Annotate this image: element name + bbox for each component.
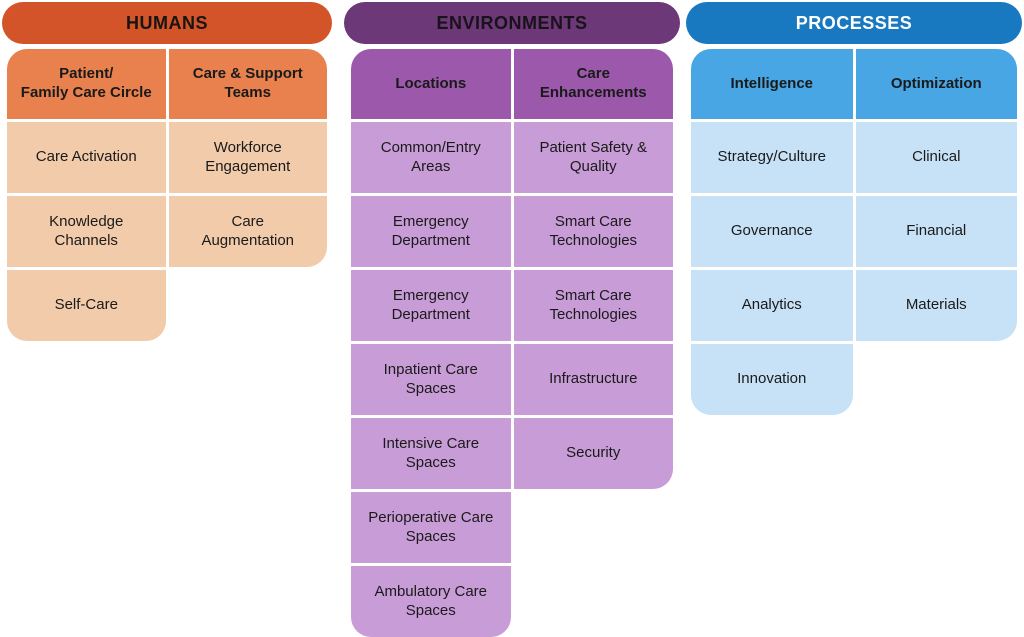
- table-cell: Inpatient Care Spaces: [351, 344, 511, 415]
- table-cell: Care Activation: [7, 122, 166, 193]
- processes-subcolumn-optimization: Optimization Clinical Financial Material…: [855, 49, 1017, 415]
- table-cell: Infrastructure: [513, 344, 673, 415]
- subcolumn-header: Patient/ Family Care Circle: [7, 49, 166, 119]
- table-cell: Clinical: [855, 122, 1017, 193]
- table-cell: Emergency Department: [351, 270, 511, 341]
- subcolumn-header: Locations: [351, 49, 511, 119]
- column-header-humans: HUMANS: [2, 2, 332, 44]
- table-cell: Materials: [855, 270, 1017, 341]
- processes-table: Intelligence Strategy/Culture Governance…: [691, 49, 1017, 415]
- table-cell: Knowledge Channels: [7, 196, 166, 267]
- humans-subcolumn-care-support: Care & Support Teams Workforce Engagemen…: [168, 49, 327, 341]
- subcolumn-header: Optimization: [855, 49, 1017, 119]
- humans-table: Patient/ Family Care Circle Care Activat…: [7, 49, 327, 341]
- processes-subcolumn-intelligence: Intelligence Strategy/Culture Governance…: [691, 49, 853, 415]
- column-environments: ENVIRONMENTS Locations Common/Entry Area…: [344, 2, 680, 637]
- table-cell: Intensive Care Spaces: [351, 418, 511, 489]
- environments-subcolumn-care-enhancements: Care Enhancements Patient Safety & Quali…: [513, 49, 673, 637]
- column-humans: HUMANS Patient/ Family Care Circle Care …: [2, 2, 332, 341]
- column-processes: PROCESSES Intelligence Strategy/Culture …: [686, 2, 1022, 415]
- table-cell: Analytics: [691, 270, 853, 341]
- table-cell: Smart Care Technologies: [513, 270, 673, 341]
- table-cell: Governance: [691, 196, 853, 267]
- column-header-environments: ENVIRONMENTS: [344, 2, 680, 44]
- table-cell: Ambulatory Care Spaces: [351, 566, 511, 637]
- table-cell: Perioperative Care Spaces: [351, 492, 511, 563]
- column-header-processes: PROCESSES: [686, 2, 1022, 44]
- table-cell: Care Augmentation: [168, 196, 327, 267]
- table-cell: Patient Safety & Quality: [513, 122, 673, 193]
- table-cell: Emergency Department: [351, 196, 511, 267]
- table-cell: Smart Care Technologies: [513, 196, 673, 267]
- environments-table: Locations Common/Entry Areas Emergency D…: [351, 49, 673, 637]
- subcolumn-header: Care Enhancements: [513, 49, 673, 119]
- table-cell: Financial: [855, 196, 1017, 267]
- environments-subcolumn-locations: Locations Common/Entry Areas Emergency D…: [351, 49, 511, 637]
- table-cell: Security: [513, 418, 673, 489]
- humans-subcolumn-patient-family: Patient/ Family Care Circle Care Activat…: [7, 49, 166, 341]
- table-cell: Workforce Engagement: [168, 122, 327, 193]
- table-cell: Strategy/Culture: [691, 122, 853, 193]
- table-cell: Self-Care: [7, 270, 166, 341]
- table-cell: Innovation: [691, 344, 853, 415]
- subcolumn-header: Intelligence: [691, 49, 853, 119]
- table-cell: Common/Entry Areas: [351, 122, 511, 193]
- subcolumn-header: Care & Support Teams: [168, 49, 327, 119]
